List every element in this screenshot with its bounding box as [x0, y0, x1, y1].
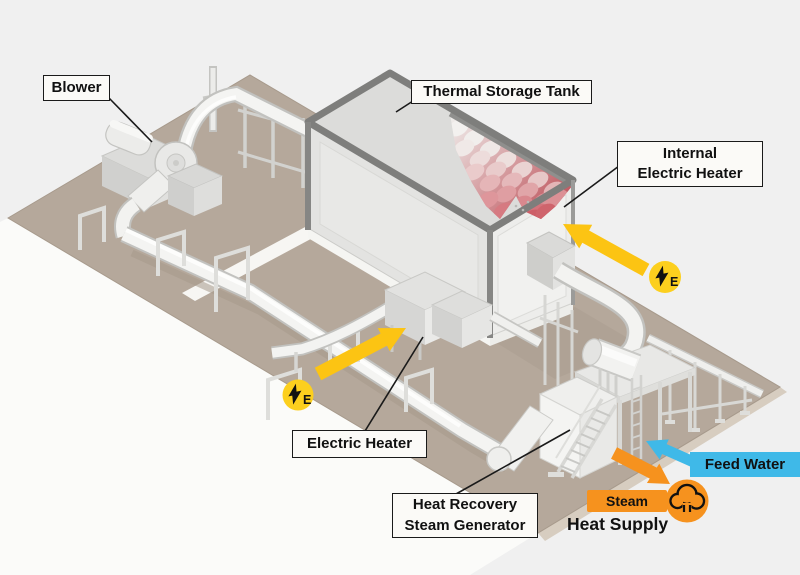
blower-discharge-pipe-upper [176, 85, 338, 154]
label-thermal-storage-tank: Thermal Storage Tank [411, 80, 592, 104]
energy-arrow-electric-heater [314, 328, 406, 381]
label-electric-heater-text: Electric Heater [306, 434, 413, 452]
tank-shadow [492, 307, 638, 379]
label-thermal-storage-tank-text: Thermal Storage Tank [423, 82, 580, 100]
energy-arrow-internal-heater [563, 224, 650, 277]
steam-cloud-icon [669, 483, 706, 512]
label-electric-heater: Electric Heater [292, 430, 427, 458]
heat-supply-badge [665, 479, 709, 523]
electricity-badge-lower: E [282, 379, 314, 411]
heater-inlet-pipe [271, 300, 396, 372]
feed-water-text: Feed Water [704, 456, 786, 473]
lightning-bolt-icon [655, 265, 669, 287]
label-line: Electric Heater [637, 165, 743, 182]
lightning-bolt-icon [288, 383, 302, 405]
feed-water-banner: Feed Water [690, 452, 800, 477]
label-blower-text: Blower [51, 78, 102, 96]
steam-drum [581, 338, 642, 403]
right-pipe-rack [646, 333, 764, 432]
label-line: Heat Recovery [412, 496, 518, 514]
heat-supply-caption: Heat Supply [567, 514, 669, 534]
access-stairs [548, 385, 618, 479]
steam-arrow [611, 447, 670, 484]
steam-banner: Steam [587, 490, 667, 512]
blower-unit [100, 119, 224, 239]
label-line: Internal [662, 144, 718, 162]
electricity-letter: E [670, 275, 678, 289]
label-line: Steam Generator [404, 516, 526, 534]
electricity-badge-upper: E [649, 261, 681, 293]
label-blower: Blower [43, 75, 110, 101]
label-heat-recovery-steam-generator: Heat Recovery Steam Generator [392, 493, 538, 538]
electricity-arrows [314, 224, 650, 381]
leader-lines [108, 97, 620, 495]
electric-heater-unit [383, 271, 543, 360]
label-internal-electric-heater: Internal Electric Heater [617, 141, 763, 187]
electricity-letter: E [303, 393, 311, 407]
vertical-ladder [630, 375, 643, 462]
steam-text: Steam [605, 493, 649, 509]
